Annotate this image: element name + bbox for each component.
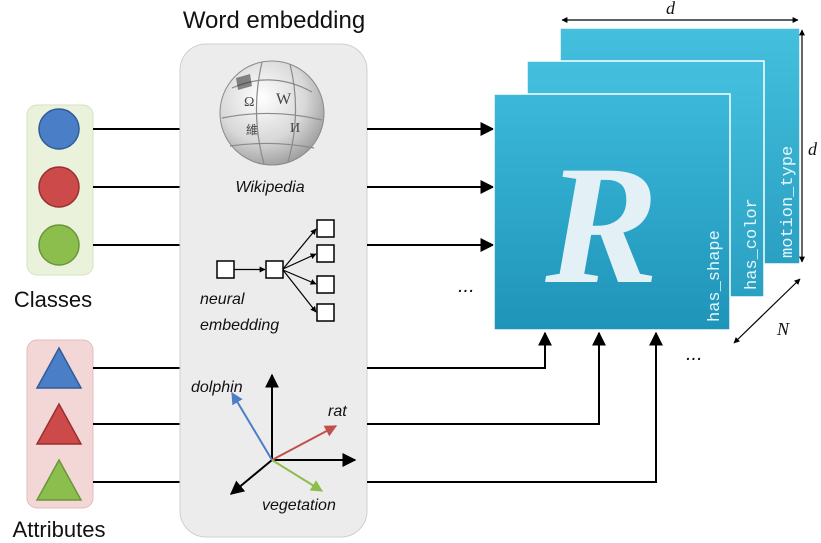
tensor-slice-front	[493, 93, 731, 331]
word-vegetation: vegetation	[262, 497, 336, 514]
attr-route-2	[367, 331, 606, 425]
svg-text:Ω: Ω	[244, 95, 254, 110]
svg-text:維: 維	[246, 123, 258, 137]
slice-label-motion-type: motion_type	[779, 146, 798, 258]
word-dolphin: dolphin	[191, 379, 243, 396]
page-title: Word embedding	[183, 7, 365, 34]
attribute-triangle-blue	[35, 346, 83, 389]
vector-space-axes	[229, 373, 357, 495]
wikipedia-label: Wikipedia	[235, 179, 304, 196]
class-circle-blue	[38, 108, 80, 150]
word-rat: rat	[328, 403, 347, 420]
neural-label-line2: embedding	[200, 317, 279, 334]
dim-depth-label: N	[776, 319, 790, 339]
tensor-letter: R	[544, 131, 658, 319]
attributes-label: Attributes	[13, 517, 106, 542]
vegetation-vector	[271, 459, 324, 492]
attribute-triangle-red	[35, 402, 83, 445]
svg-text:И: И	[290, 121, 300, 136]
attr-route-1	[367, 331, 552, 369]
svg-text:W: W	[276, 91, 292, 108]
attr-route-3	[367, 331, 663, 483]
embedding-panel	[179, 43, 368, 538]
dolphin-vector	[231, 391, 273, 461]
neural-label-line1: neural	[200, 291, 245, 308]
class-circle-red	[38, 166, 80, 208]
slice-label-has-shape: has_shape	[706, 230, 725, 322]
class-circle-green	[38, 224, 80, 266]
slice-label-has-color: has_color	[743, 198, 762, 290]
dim-width-label: d	[666, 0, 676, 18]
ellipsis-left: ...	[458, 275, 475, 297]
dim-height-label: d	[808, 139, 818, 159]
rat-vector	[271, 425, 338, 461]
classes-label: Classes	[14, 287, 92, 312]
ellipsis-right: ...	[686, 343, 703, 365]
neural-network-icon	[216, 219, 335, 322]
attribute-triangle-green	[35, 458, 83, 501]
dim-depth-arrow	[733, 278, 801, 344]
wikipedia-globe-icon: Ω W И 維	[219, 60, 325, 166]
